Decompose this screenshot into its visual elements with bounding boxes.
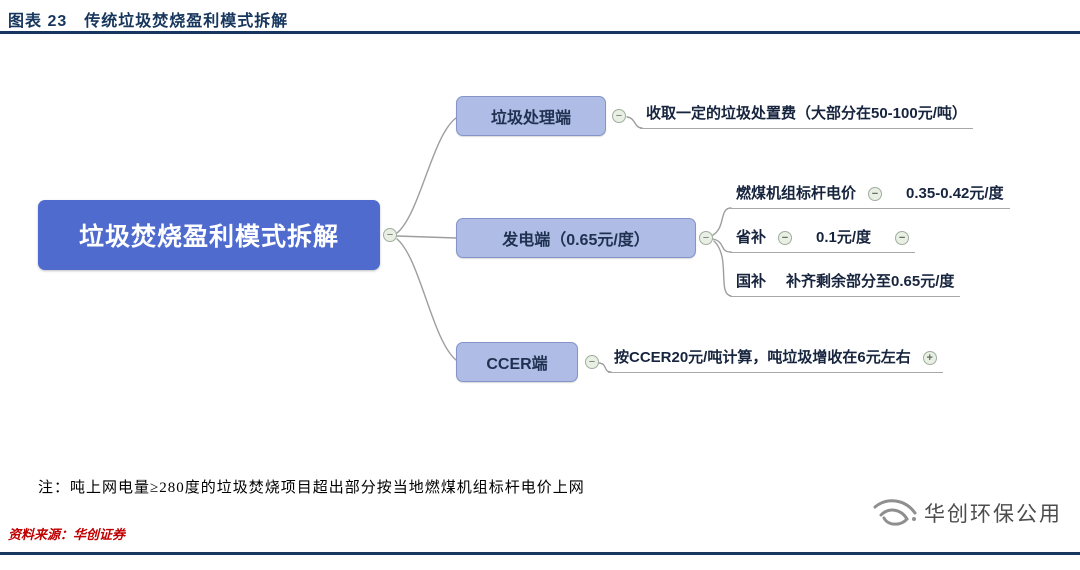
collapse-icon: − — [778, 231, 793, 245]
waste-fee-text: 收取一定的垃圾处置费（大部分在50-100元/吨） — [646, 105, 967, 122]
national-subsidy-label: 国补 — [736, 273, 767, 290]
collapse-icon: − — [383, 228, 397, 242]
collapse-icon: − — [585, 355, 599, 369]
footnote: 注：吨上网电量≥280度的垃圾焚烧项目超出部分按当地燃煤机组标杆电价上网 — [38, 480, 585, 496]
branch-waste-treatment: 垃圾处理端 — [456, 96, 606, 136]
coal-tariff-row: 燃煤机组标杆电价 − 0.35-0.42元/度 — [730, 184, 1010, 209]
provincial-subsidy-row: 省补 − 0.1元/度 − — [730, 228, 916, 253]
root-node: 垃圾焚烧盈利模式拆解 — [38, 200, 380, 270]
branch-power-generation: 发电端（0.65元/度） — [456, 218, 696, 258]
source-citation: 资料来源：华创证券 — [8, 527, 126, 542]
figure-title: 图表 23 传统垃圾焚烧盈利模式拆解 — [8, 13, 289, 30]
coal-tariff-value: 0.35-0.42元/度 — [906, 185, 1004, 202]
provincial-subsidy-label: 省补 — [736, 229, 767, 246]
brand-logo-text: 华创环保公用 — [924, 503, 1062, 526]
waste-fee-leaf: 收取一定的垃圾处置费（大部分在50-100元/吨） — [640, 104, 973, 129]
collapse-icon: − — [895, 231, 910, 245]
provincial-subsidy-value: 0.1元/度 — [816, 229, 872, 246]
collapse-icon: − — [612, 109, 626, 123]
ccer-income-leaf: 按CCER20元/吨计算，吨垃圾增收在6元左右 + — [608, 348, 943, 373]
bottom-divider — [0, 552, 1080, 555]
collapse-icon: − — [868, 187, 883, 201]
huachuang-logo-icon — [873, 499, 917, 526]
coal-tariff-label: 燃煤机组标杆电价 — [736, 185, 857, 202]
brand-logo: 华创环保公用 — [872, 496, 1062, 530]
ccer-income-text: 按CCER20元/吨计算，吨垃圾增收在6元左右 — [614, 349, 911, 366]
collapse-icon: − — [699, 231, 713, 245]
branch-ccer: CCER端 — [456, 342, 578, 382]
expand-icon: + — [922, 351, 937, 365]
national-subsidy-value: 补齐剩余部分至0.65元/度 — [786, 273, 955, 290]
top-divider — [0, 31, 1080, 34]
national-subsidy-row: 国补 补齐剩余部分至0.65元/度 — [730, 272, 961, 297]
